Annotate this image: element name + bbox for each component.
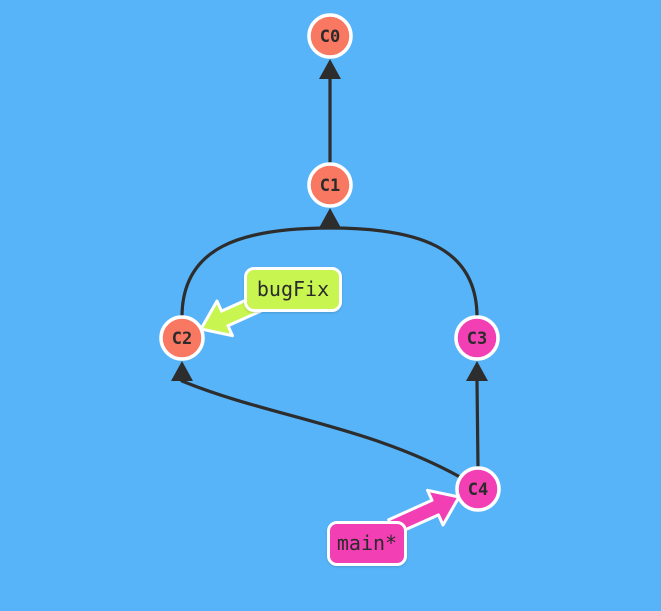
branch-label-bugFix: bugFix [244, 266, 342, 312]
edge-C2-to-C1 [180, 226, 332, 319]
branch-arrow-main [387, 488, 461, 536]
arrowhead-into-C1 [319, 208, 341, 228]
commit-label-C0: C0 [320, 27, 340, 47]
commit-node-C3 [454, 315, 500, 361]
commit-label-C2: C2 [172, 329, 192, 349]
commit-label-C4: C4 [468, 480, 488, 500]
branch-label-main: main* [327, 520, 407, 566]
commit-node-C2 [159, 315, 205, 361]
commit-label-C1: C1 [320, 176, 340, 196]
commit-node-C1 [307, 162, 353, 208]
arrowhead-into-C2 [171, 361, 193, 381]
commit-node-C0 [307, 13, 353, 59]
edge-C4-to-C3 [475, 379, 480, 470]
commit-node-C4 [455, 466, 501, 512]
arrowhead-into-C0 [319, 59, 341, 79]
arrowhead-into-C3 [466, 361, 488, 381]
edge-C4-to-C2 [180, 379, 462, 479]
commit-label-C3: C3 [467, 329, 487, 349]
edge-C3-to-C1 [328, 226, 479, 319]
